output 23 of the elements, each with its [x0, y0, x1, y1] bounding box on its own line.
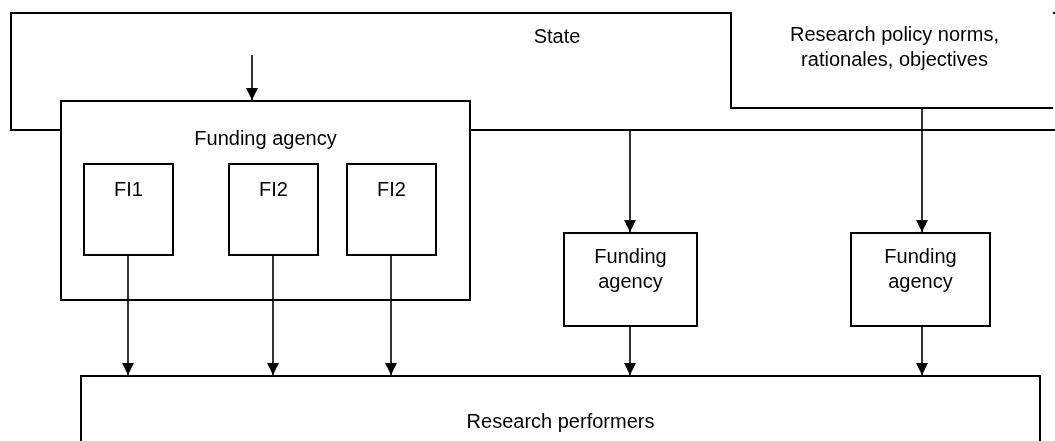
arrow — [916, 108, 928, 233]
box — [563, 232, 698, 327]
box — [60, 100, 471, 301]
arrow — [385, 255, 397, 376]
box — [83, 163, 174, 256]
box — [346, 163, 437, 256]
box — [850, 232, 991, 327]
box-label: FI1 — [113, 177, 144, 202]
box — [228, 163, 319, 256]
box-label: Funding agency — [593, 244, 668, 294]
box-label: Research performers — [465, 409, 656, 434]
arrow — [122, 255, 134, 376]
box-label: State — [532, 24, 582, 49]
box-label: Research policy norms, rationales, objectives — [789, 22, 1000, 72]
box-label: Funding agency — [193, 126, 338, 151]
box-label: Funding agency — [883, 244, 958, 294]
box-label: FI2 — [258, 177, 289, 202]
arrow — [267, 255, 279, 376]
arrow — [916, 326, 928, 376]
arrow — [624, 130, 636, 233]
arrow — [624, 326, 636, 376]
box-label: FI2 — [376, 177, 407, 202]
arrow — [246, 54, 258, 101]
